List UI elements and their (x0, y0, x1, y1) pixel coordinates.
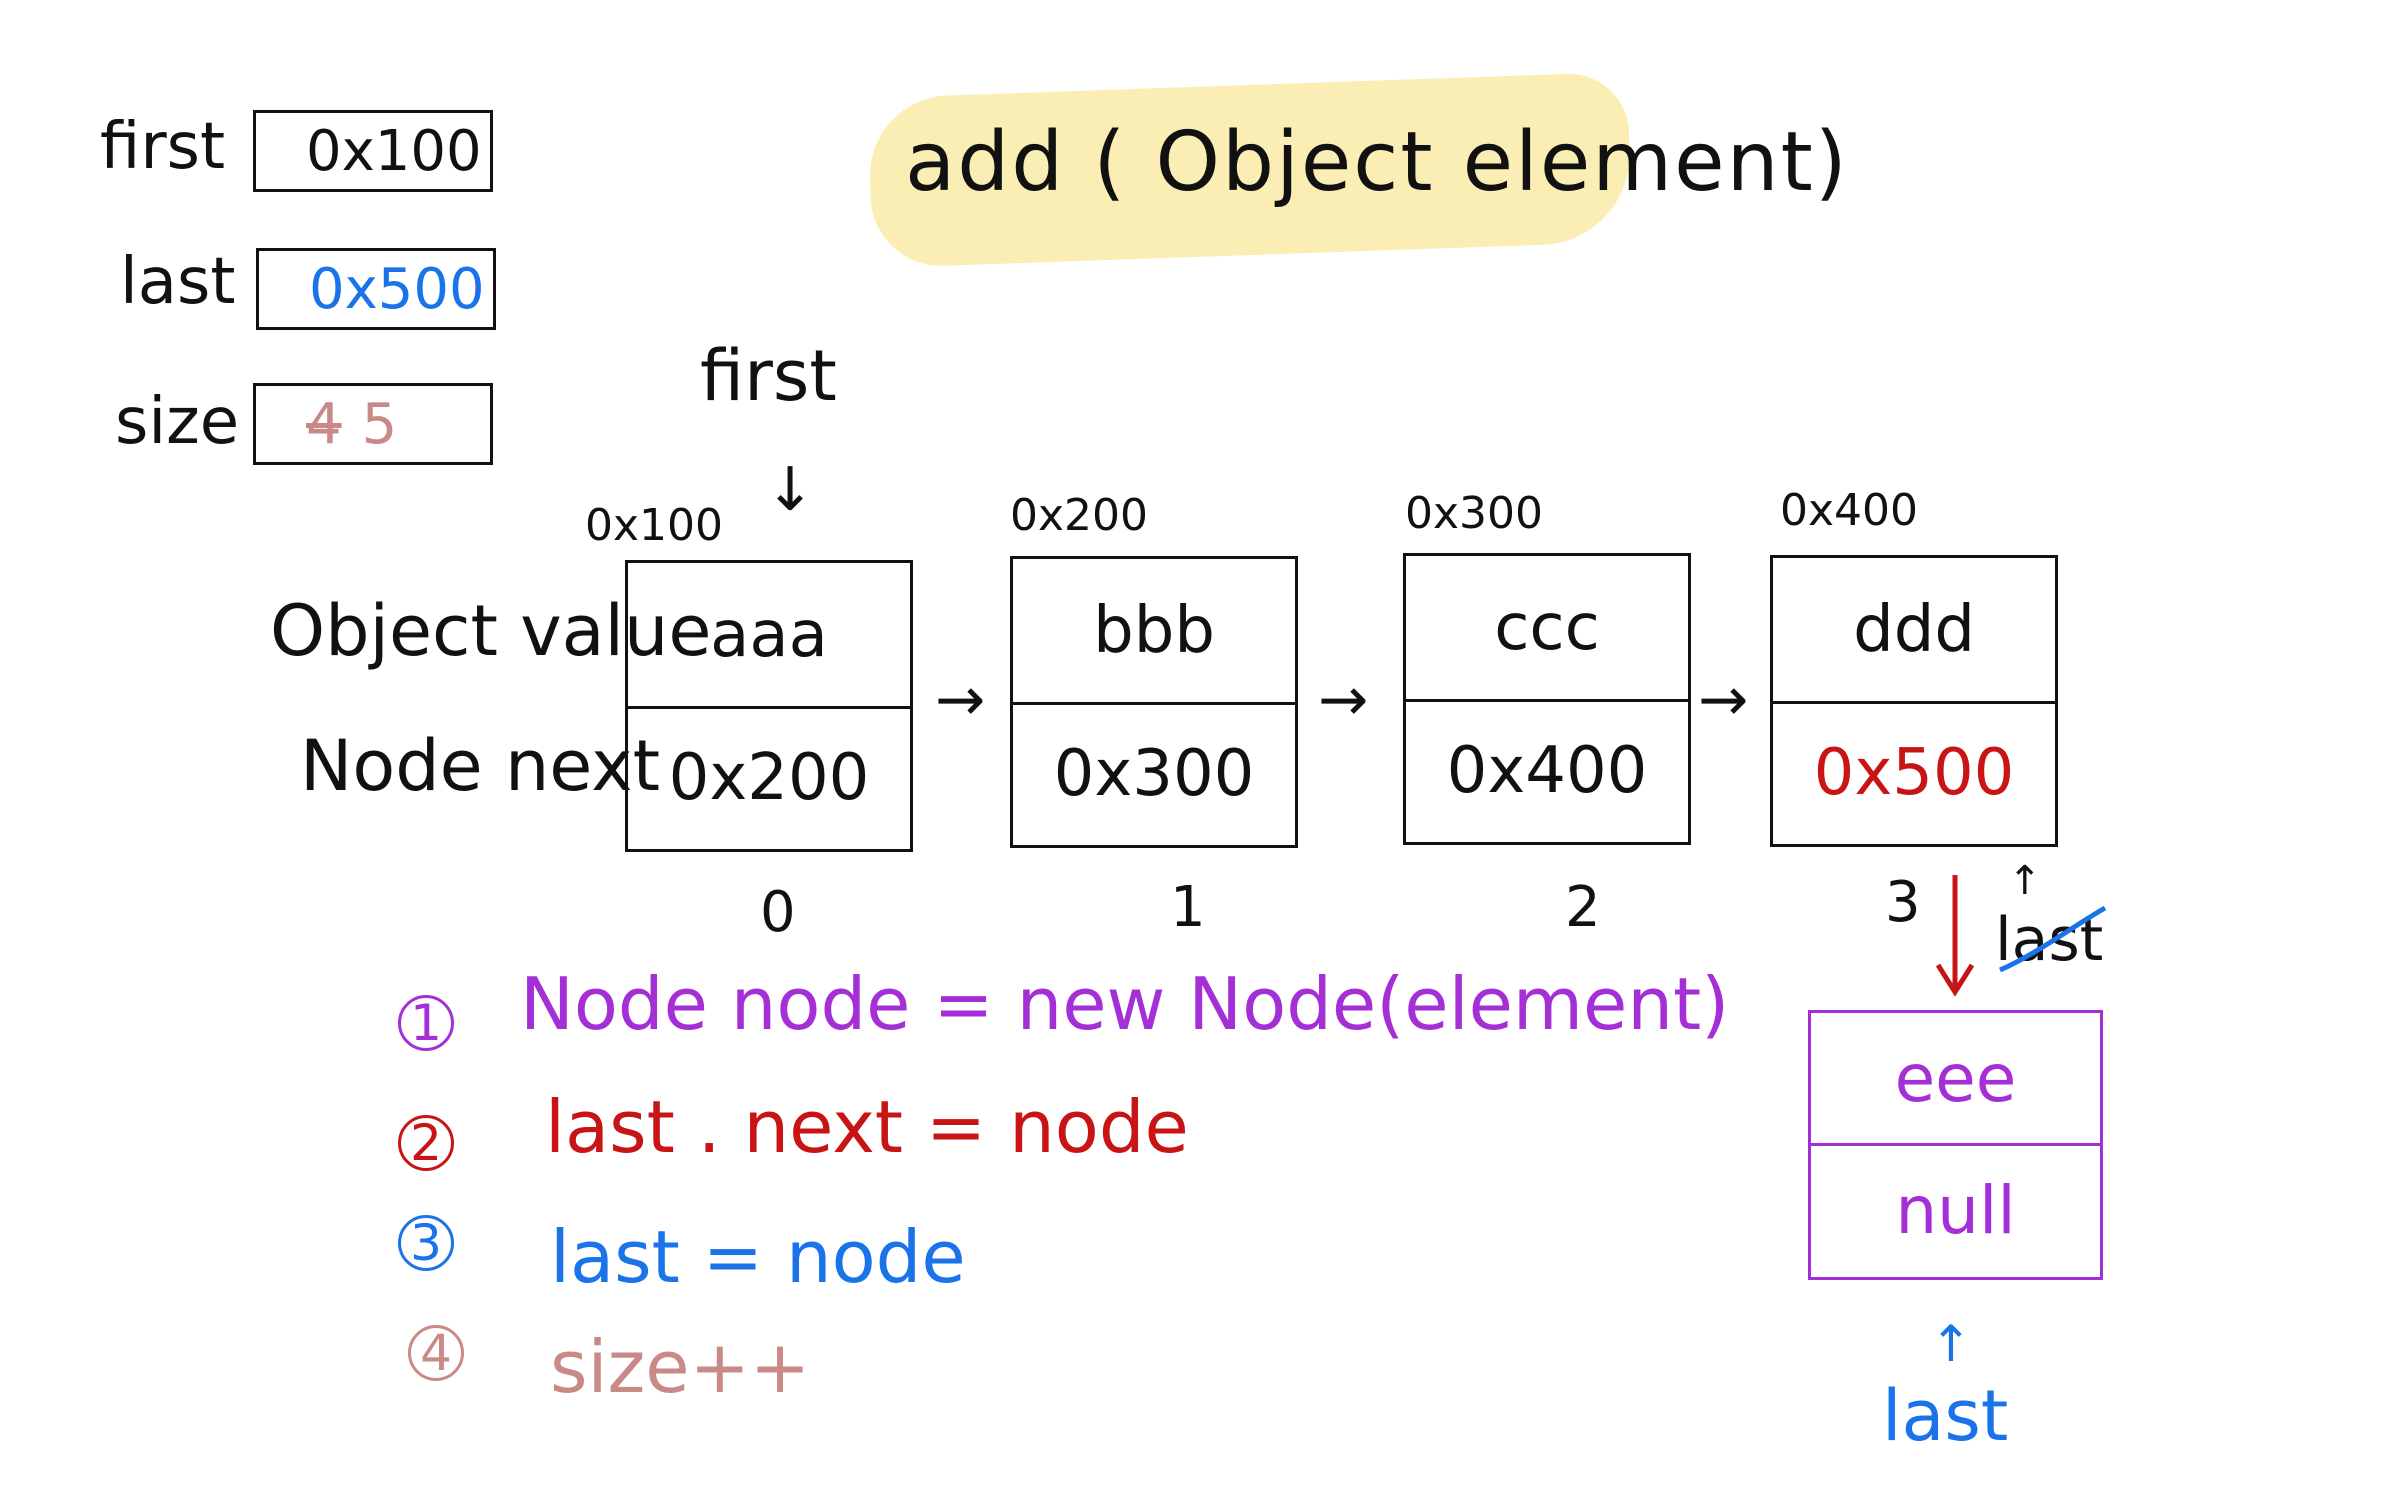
node-index: 2 (1565, 875, 1601, 940)
node-next: 0x400 (1446, 733, 1648, 808)
list-node: ccc 0x400 (1403, 553, 1691, 845)
list-node: aaa 0x200 (625, 560, 913, 852)
new-link-arrow-icon (1935, 875, 1975, 997)
step-number: 2 (398, 1114, 454, 1172)
step-number: 1 (398, 994, 454, 1052)
node-index: 0 (760, 880, 796, 945)
strike-icon (1999, 905, 2107, 973)
new-last-label: last (1882, 1375, 2009, 1457)
size-var-box: 4 5 (253, 383, 493, 465)
step-number: 3 (398, 1214, 454, 1272)
first-var-box: 0x100 (253, 110, 493, 192)
first-pointer-label: first (700, 335, 837, 417)
first-pointer-arrow: ↓ (765, 455, 816, 525)
node-value: bbb (1013, 559, 1295, 705)
new-node-next: null (1895, 1171, 2016, 1249)
link-arrow: → (1318, 665, 1369, 735)
field-label-value: Object value (270, 590, 712, 672)
size-old-value: 4 (306, 391, 342, 457)
step-text: last . next = node (545, 1085, 1189, 1169)
last-var-value: 0x500 (309, 256, 485, 322)
node-next: 0x300 (1053, 736, 1255, 811)
list-node: bbb 0x300 (1010, 556, 1298, 848)
node-address: 0x100 (585, 500, 724, 551)
step-text: Node node = new Node(element) (520, 962, 1730, 1046)
new-node: eee null (1808, 1010, 2103, 1280)
link-arrow: → (935, 665, 986, 735)
node-value: ddd (1773, 558, 2055, 704)
node-index: 1 (1170, 875, 1206, 940)
old-last-arrow: ↑ (2008, 858, 2042, 904)
size-new-value: 5 (361, 391, 398, 457)
last-var-box: 0x500 (256, 248, 496, 330)
new-node-value: eee (1811, 1013, 2100, 1146)
list-node: ddd 0x500 (1770, 555, 2058, 847)
first-var-label: first (100, 110, 226, 184)
step-text: last = node (550, 1215, 966, 1299)
link-arrow: → (1698, 665, 1749, 735)
new-last-arrow: ↑ (1930, 1315, 1972, 1373)
node-value: aaa (628, 563, 910, 709)
node-value: ccc (1406, 556, 1688, 702)
step-text: size++ (550, 1325, 811, 1409)
node-next: 0x200 (668, 740, 870, 815)
diagram-title: add ( Object element) (905, 115, 1849, 210)
node-address: 0x400 (1780, 485, 1919, 536)
first-var-value: 0x100 (306, 118, 482, 184)
node-index: 3 (1885, 870, 1921, 935)
last-var-label: last (120, 245, 236, 319)
step-number: 4 (408, 1324, 464, 1382)
size-var-label: size (115, 385, 240, 459)
node-address: 0x300 (1405, 488, 1544, 539)
field-label-next: Node next (300, 725, 661, 807)
node-address: 0x200 (1010, 490, 1149, 541)
node-next: 0x500 (1813, 735, 2015, 810)
